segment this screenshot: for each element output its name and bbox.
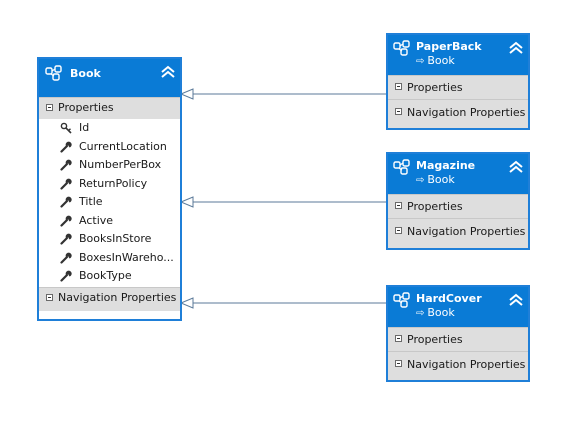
property-name: ReturnPolicy (79, 176, 148, 190)
property-name: BooksInStore (79, 232, 152, 245)
collapse-chevron-icon[interactable] (508, 160, 524, 174)
navigation-properties-section-header[interactable]: Navigation Properties (388, 218, 528, 248)
inherits-arrow-icon: ⇨ (416, 308, 425, 319)
entity-hardcover[interactable]: HardCover ⇨Book Properties Navigation Pr… (386, 285, 530, 382)
inherits-arrow-icon: ⇨ (416, 175, 425, 186)
properties-section-header[interactable]: Properties (39, 97, 180, 119)
entity-title: Book (70, 67, 101, 80)
entity-icon (393, 292, 410, 308)
entity-header[interactable]: Book (39, 59, 180, 97)
collapse-chevron-icon[interactable] (160, 65, 176, 79)
property-item[interactable]: Id (39, 119, 180, 138)
entity-header[interactable]: Magazine ⇨Book (388, 154, 528, 194)
collapse-chevron-icon[interactable] (508, 293, 524, 307)
entity-header[interactable]: HardCover ⇨Book (388, 287, 528, 327)
key-icon (60, 122, 72, 134)
wrench-icon (60, 196, 72, 208)
inherits-arrow-icon: ⇨ (416, 56, 425, 67)
wrench-icon (60, 178, 72, 190)
entity-icon (45, 65, 62, 81)
property-item[interactable]: BooksInStore (39, 230, 180, 249)
base-type: ⇨Book (416, 173, 455, 186)
section-label: Properties (58, 101, 114, 114)
property-name: Id (79, 121, 90, 134)
minus-box-icon[interactable] (395, 83, 402, 90)
entity-magazine[interactable]: Magazine ⇨Book Properties Navigation Pro… (386, 152, 530, 250)
collapse-chevron-icon[interactable] (508, 41, 524, 55)
minus-box-icon[interactable] (395, 227, 402, 234)
base-type-label: Book (427, 54, 455, 67)
property-item[interactable]: CurrentLocation (39, 138, 180, 157)
property-item[interactable]: NumberPerBox (39, 156, 180, 175)
section-label: Properties (407, 81, 463, 94)
wrench-icon (60, 233, 72, 245)
property-name: BoxesInWareho... (79, 250, 174, 264)
property-name: CurrentLocation (79, 139, 167, 153)
wrench-icon (60, 252, 72, 264)
minus-box-icon[interactable] (395, 335, 402, 342)
minus-box-icon[interactable] (46, 294, 53, 301)
entity-icon (393, 159, 410, 175)
property-item[interactable]: ReturnPolicy (39, 175, 180, 194)
base-type-label: Book (427, 173, 455, 186)
property-item[interactable]: Title (39, 193, 180, 212)
property-name: Title (79, 195, 103, 208)
minus-box-icon[interactable] (46, 104, 53, 111)
property-item[interactable]: BookType (39, 267, 180, 286)
navigation-properties-section-header[interactable]: Navigation Properties (388, 351, 528, 380)
navigation-properties-section-header[interactable]: Navigation Properties (388, 99, 528, 128)
minus-box-icon[interactable] (395, 202, 402, 209)
minus-box-icon[interactable] (395, 360, 402, 367)
properties-section-header[interactable]: Properties (388, 194, 528, 218)
entity-title: HardCover (416, 292, 482, 305)
property-list: Id CurrentLocation NumberPerBox ReturnPo… (39, 119, 180, 287)
properties-section-header[interactable]: Properties (388, 75, 528, 99)
property-item[interactable]: BoxesInWareho... (39, 249, 180, 268)
wrench-icon (60, 159, 72, 171)
navigation-properties-section-header[interactable]: Navigation Properties (39, 287, 180, 311)
entity-book[interactable]: Book Properties Id CurrentLocation (37, 57, 182, 321)
wrench-icon (60, 141, 72, 153)
section-label: Properties (407, 200, 463, 213)
wrench-icon (60, 270, 72, 282)
wrench-icon (60, 215, 72, 227)
property-name: Active (79, 213, 114, 227)
inheritance-arrow-paperback (179, 88, 194, 100)
section-label: Navigation Properties (407, 106, 526, 119)
section-label: Navigation Properties (407, 358, 526, 371)
entity-icon (393, 40, 410, 56)
base-type: ⇨Book (416, 306, 455, 319)
entity-paperback[interactable]: PaperBack ⇨Book Properties Navigation Pr… (386, 33, 530, 130)
inheritance-arrow-hardcover (179, 297, 194, 309)
section-label: Properties (407, 333, 463, 346)
base-type-label: Book (427, 306, 455, 319)
entity-title: PaperBack (416, 40, 482, 53)
property-name: BookType (79, 269, 132, 282)
entity-title: Magazine (416, 159, 476, 172)
properties-section-header[interactable]: Properties (388, 327, 528, 351)
property-name: NumberPerBox (79, 158, 162, 171)
base-type: ⇨Book (416, 54, 455, 67)
minus-box-icon[interactable] (395, 108, 402, 115)
entity-header[interactable]: PaperBack ⇨Book (388, 35, 528, 75)
property-item[interactable]: Active (39, 212, 180, 231)
section-label: Navigation Properties (407, 225, 526, 238)
section-label: Navigation Properties (58, 291, 177, 304)
inheritance-arrow-magazine (179, 196, 194, 208)
